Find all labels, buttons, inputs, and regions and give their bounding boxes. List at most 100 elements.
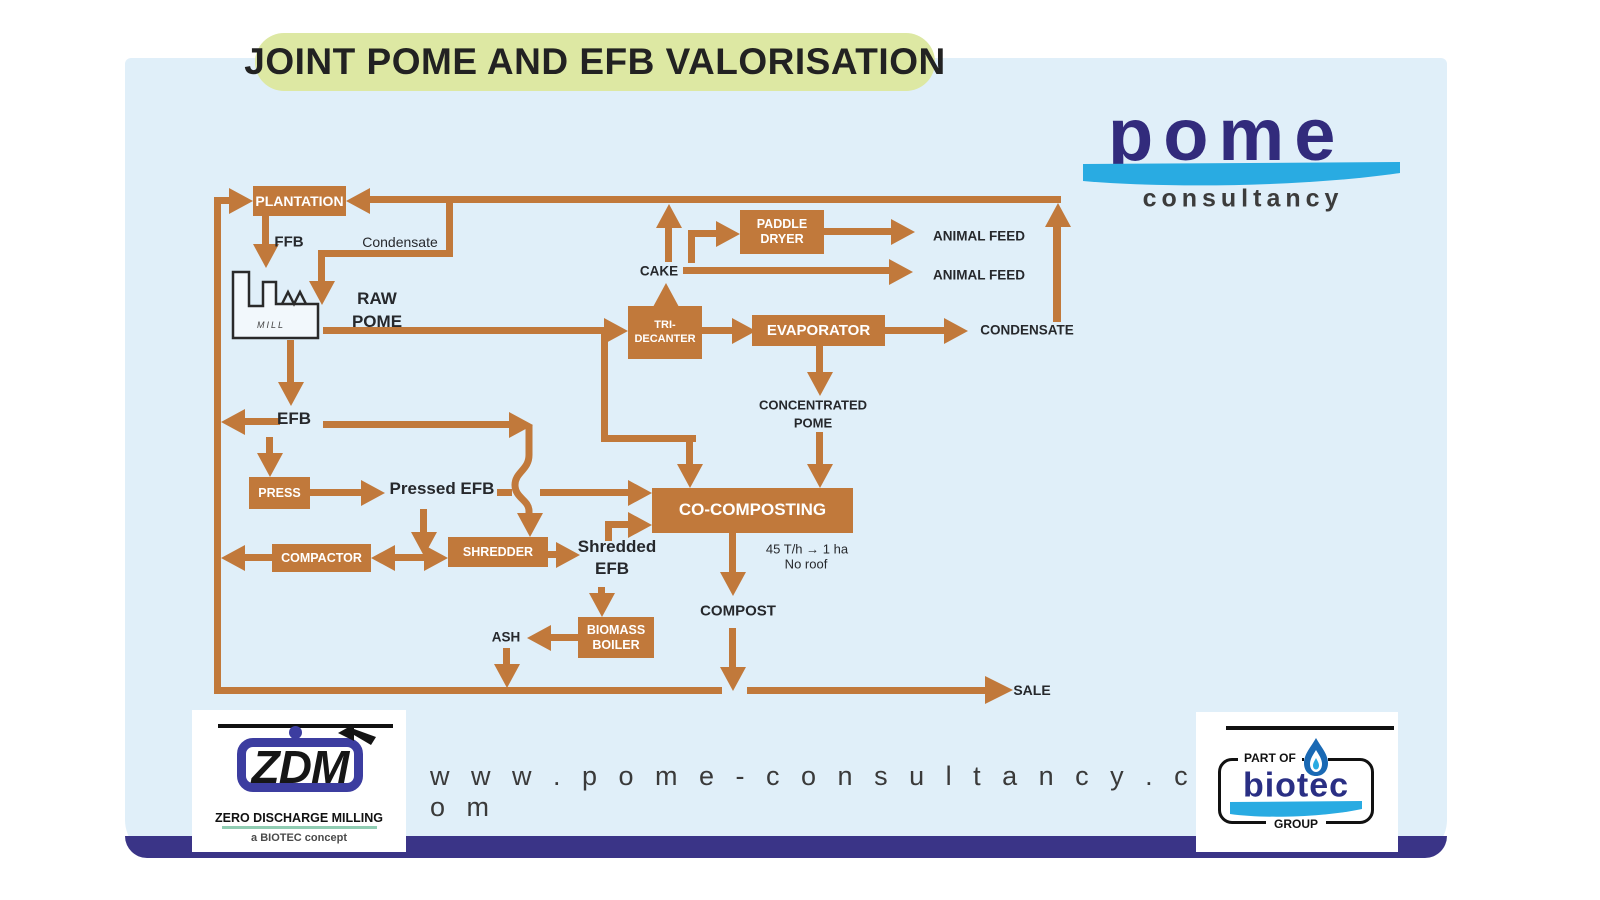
biotec-swoosh-icon — [1230, 801, 1362, 817]
label-ash: ASH — [491, 629, 521, 645]
node-paddle-dryer-label2: DRYER — [760, 232, 804, 246]
arrow-head — [424, 545, 448, 571]
arrow-head — [985, 676, 1013, 704]
connector-line — [503, 648, 510, 666]
flame-icon — [1304, 738, 1328, 776]
label-efb: EFB — [277, 409, 311, 428]
arrow-head — [361, 480, 385, 506]
label-capacity: 45 T/h → 1 ha — [765, 541, 849, 557]
node-shredder: SHREDDER — [448, 537, 548, 567]
connector-line — [747, 687, 987, 694]
label-animal-feed-2: ANIMAL FEED — [932, 267, 1026, 283]
arrow-head — [1045, 203, 1071, 227]
website-url: w w w . p o m e - c o n s u l t a n c y … — [430, 761, 1195, 822]
label-condensate-out: CONDENSATE — [980, 322, 1074, 338]
label-shredded-efb-2: EFB — [595, 559, 629, 578]
node-tri-decanter-label2: DECANTER — [634, 332, 696, 345]
connector-line — [323, 421, 511, 428]
label-sale: SALE — [1013, 682, 1051, 698]
arrow-head — [229, 188, 253, 214]
node-co-composting: CO-COMPOSTING — [652, 488, 853, 533]
node-tri-decanter-label1: TRI- — [654, 319, 676, 332]
pome-logo: pome — [1108, 93, 1346, 176]
connector-line — [885, 327, 947, 334]
node-shredder-label: SHREDDER — [462, 544, 534, 559]
mill-label: MILL — [257, 320, 285, 330]
connector-line — [310, 489, 363, 496]
connector-line — [540, 489, 630, 496]
arrow-head — [556, 542, 580, 568]
connector-line — [548, 551, 558, 558]
arrow-head — [944, 318, 968, 344]
arrow-head — [889, 259, 913, 285]
arrow-head — [527, 625, 551, 651]
label-shredded-efb-1: Shredded — [577, 537, 657, 556]
connector-line — [214, 197, 221, 694]
arrow-head — [517, 513, 543, 537]
arrow-head — [720, 572, 746, 596]
zdm-acronym: ZDM — [251, 741, 350, 793]
connector-line — [420, 509, 427, 534]
connector-line — [287, 340, 294, 384]
connector-line — [240, 418, 280, 425]
connector-line — [266, 437, 273, 455]
connector-line — [217, 687, 722, 694]
arrow-head — [346, 188, 370, 214]
card-top-line — [1226, 726, 1394, 730]
label-no-roof: No roof — [784, 556, 828, 572]
zdm-title: ZERO DISCHARGE MILLING — [214, 811, 384, 825]
pome-logo-tagline: consultancy — [1142, 184, 1344, 213]
label-raw-pome-1: RAW — [357, 289, 397, 308]
node-biomass-boiler: BIOMASS BOILER — [578, 617, 654, 658]
label-pressed-efb: Pressed EFB — [389, 479, 495, 498]
connector-line — [318, 250, 453, 257]
arrow-head — [309, 281, 335, 305]
node-press: PRESS — [249, 477, 310, 509]
node-biomass-boiler-label2: BOILER — [592, 637, 640, 652]
biotec-group: GROUP — [1266, 817, 1327, 831]
label-cake: CAKE — [639, 263, 679, 279]
arrow-head — [371, 545, 395, 571]
connector-line — [824, 228, 894, 235]
label-raw-pome-2: POME — [351, 312, 403, 331]
node-compactor: COMPACTOR — [272, 544, 371, 572]
connector-line — [683, 267, 891, 274]
arrow-head — [716, 221, 740, 247]
node-press-label: PRESS — [258, 485, 301, 500]
connector-line — [214, 197, 238, 204]
label-concentrated-pome-2: POME — [793, 415, 833, 431]
arrow-head — [720, 667, 746, 691]
label-animal-feed-1: ANIMAL FEED — [932, 228, 1026, 244]
arrow-head — [604, 318, 628, 344]
arrow-head — [628, 480, 652, 506]
mill-icon: MILL — [231, 270, 320, 340]
arrow-head — [253, 244, 279, 268]
zdm-subtitle: a BIOTEC concept — [251, 832, 347, 844]
connector-line — [497, 489, 512, 496]
card-top-line — [218, 724, 393, 728]
node-paddle-dryer: PADDLE DRYER — [740, 210, 824, 254]
connector-line — [323, 327, 610, 334]
connector-line — [390, 554, 430, 561]
biotec-part-of: PART OF — [1238, 751, 1302, 765]
label-compost: COMPOST — [700, 602, 776, 620]
connector-line — [729, 533, 736, 574]
label-condensate-in: Condensate — [362, 234, 438, 250]
bottom-navy-bar — [125, 836, 1447, 858]
label-concentrated-pome-1: CONCENTRATED — [758, 397, 868, 413]
node-evaporator-label: EVAPORATOR — [766, 321, 871, 339]
node-evaporator: EVAPORATOR — [752, 315, 885, 346]
connector-line — [368, 196, 1061, 203]
node-tri-decanter: TRI- DECANTER — [628, 306, 702, 359]
connector-line — [688, 230, 695, 263]
connector-line — [601, 330, 608, 442]
zdm-logo-card: ZDM ZERO DISCHARGE MILLING a BIOTEC conc… — [192, 710, 406, 852]
connector-line — [601, 435, 696, 442]
arrow-head — [807, 464, 833, 488]
biotec-logo-card: PART OF biotec GROUP — [1196, 712, 1398, 852]
arrow-head — [589, 593, 615, 617]
connector-line — [318, 255, 325, 285]
arrow-head — [278, 382, 304, 406]
connector-line — [729, 628, 736, 668]
